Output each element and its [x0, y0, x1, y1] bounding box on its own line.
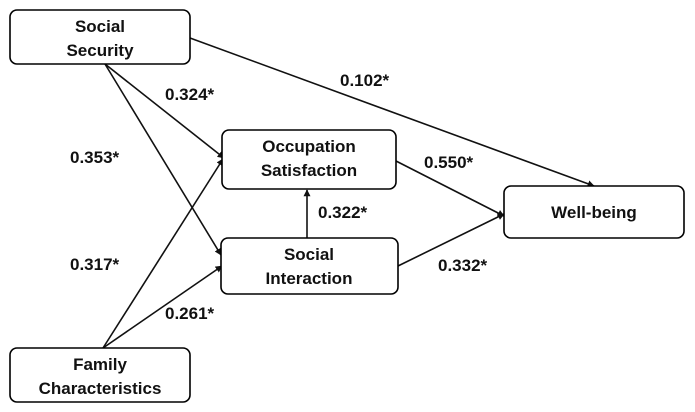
node-occupation-satisfaction: Occupation Satisfaction	[221, 129, 397, 190]
node-social-interaction: Social Interaction	[220, 237, 399, 295]
coef-social-interaction-to-occupation-satisfaction: 0.322*	[318, 203, 368, 222]
node-social-interaction-line-1: Social	[284, 245, 334, 264]
node-social-security-line-1: Social	[75, 17, 125, 36]
coef-social-security-to-social-interaction: 0.353*	[70, 148, 120, 167]
edge-occupation-satisfaction-to-well-being	[395, 160, 505, 217]
node-occupation-satisfaction-line-2: Satisfaction	[261, 161, 357, 180]
edge-social-security-to-social-interaction	[104, 63, 222, 256]
coef-social-security-to-well-being: 0.102*	[340, 71, 390, 90]
coef-social-security-to-occupation-satisfaction: 0.324*	[165, 85, 215, 104]
node-family-characteristics: Family Characteristics	[9, 347, 191, 403]
node-social-interaction-line-2: Interaction	[266, 269, 353, 288]
coef-occupation-satisfaction-to-well-being: 0.550*	[424, 153, 474, 172]
edge-social-security-to-well-being	[189, 37, 595, 188]
edge-family-to-social-interaction	[102, 265, 223, 349]
coef-family-to-occupation-satisfaction: 0.317*	[70, 255, 120, 274]
node-family-characteristics-line-2: Characteristics	[39, 379, 162, 398]
coef-social-interaction-to-well-being: 0.332*	[438, 256, 488, 275]
edge-family-to-occupation-satisfaction	[102, 158, 224, 349]
node-social-security-line-2: Security	[66, 41, 134, 60]
coef-family-to-social-interaction: 0.261*	[165, 304, 215, 323]
node-well-being-line-1: Well-being	[551, 203, 637, 222]
edge-social-security-to-occupation-satisfaction	[104, 63, 225, 159]
coefficients: 0.102* 0.324* 0.353* 0.317* 0.261* 0.322…	[70, 71, 488, 323]
node-well-being: Well-being	[503, 185, 685, 239]
node-occupation-satisfaction-line-1: Occupation	[262, 137, 356, 156]
node-family-characteristics-line-1: Family	[73, 355, 127, 374]
edge-social-interaction-to-well-being	[397, 213, 505, 267]
node-social-security: Social Security	[9, 9, 191, 65]
edges	[102, 37, 595, 349]
